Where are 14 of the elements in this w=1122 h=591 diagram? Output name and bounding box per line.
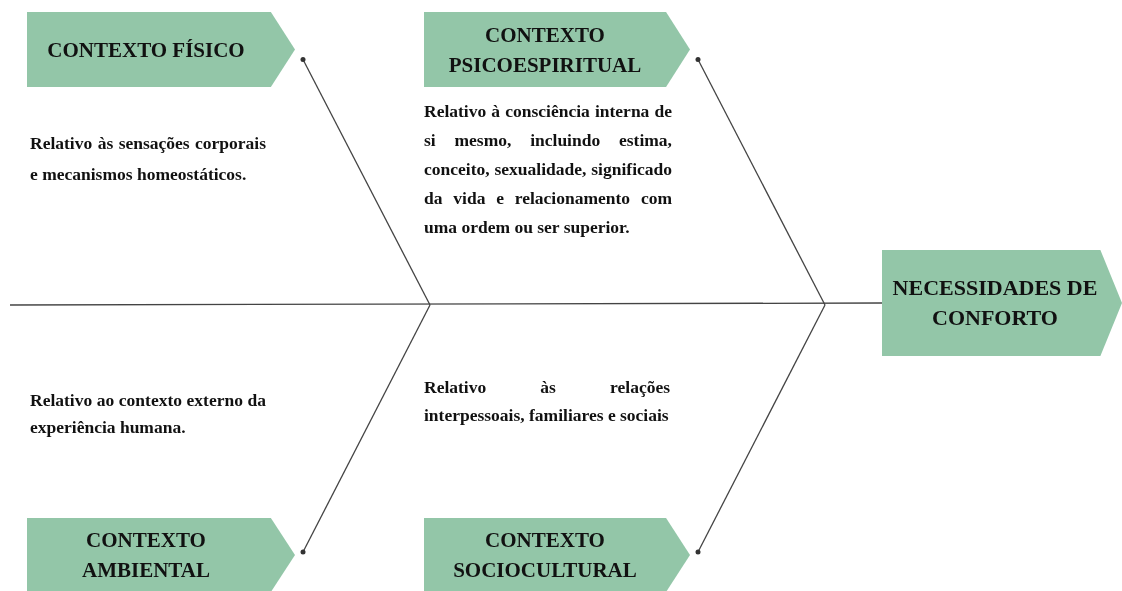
heading-label: CONTEXTO SOCIOCULTURAL <box>452 527 638 584</box>
heading-label: CONTEXTO PSICOESPIRITUAL <box>447 21 643 79</box>
description-text: Relativo às sensações corporais e mecanismos homeostáticos. <box>30 132 266 186</box>
branch-line <box>300 304 431 555</box>
description-text: Relativo às relações interpessoais, familiares e sociais <box>424 376 670 427</box>
heading-label: CONTEXTO AMBIENTAL <box>81 527 211 584</box>
spine-line <box>9 302 883 306</box>
heading-label: CONTEXTO FÍSICO <box>47 36 245 64</box>
branch-line <box>695 57 826 306</box>
description-text: Relativo à consciência interna de si mesmo, incluindo estima, conceito, sexualidade, significado da vida e relacionamento com uma ordem ou ser superior. <box>424 100 672 239</box>
description-text: Relativo ao contexto externo da experiência humana. <box>30 389 266 439</box>
branch-line <box>300 57 431 306</box>
heading-label: NECESSIDADES DE CONFORTO <box>891 274 1099 332</box>
branch-line <box>695 304 826 555</box>
